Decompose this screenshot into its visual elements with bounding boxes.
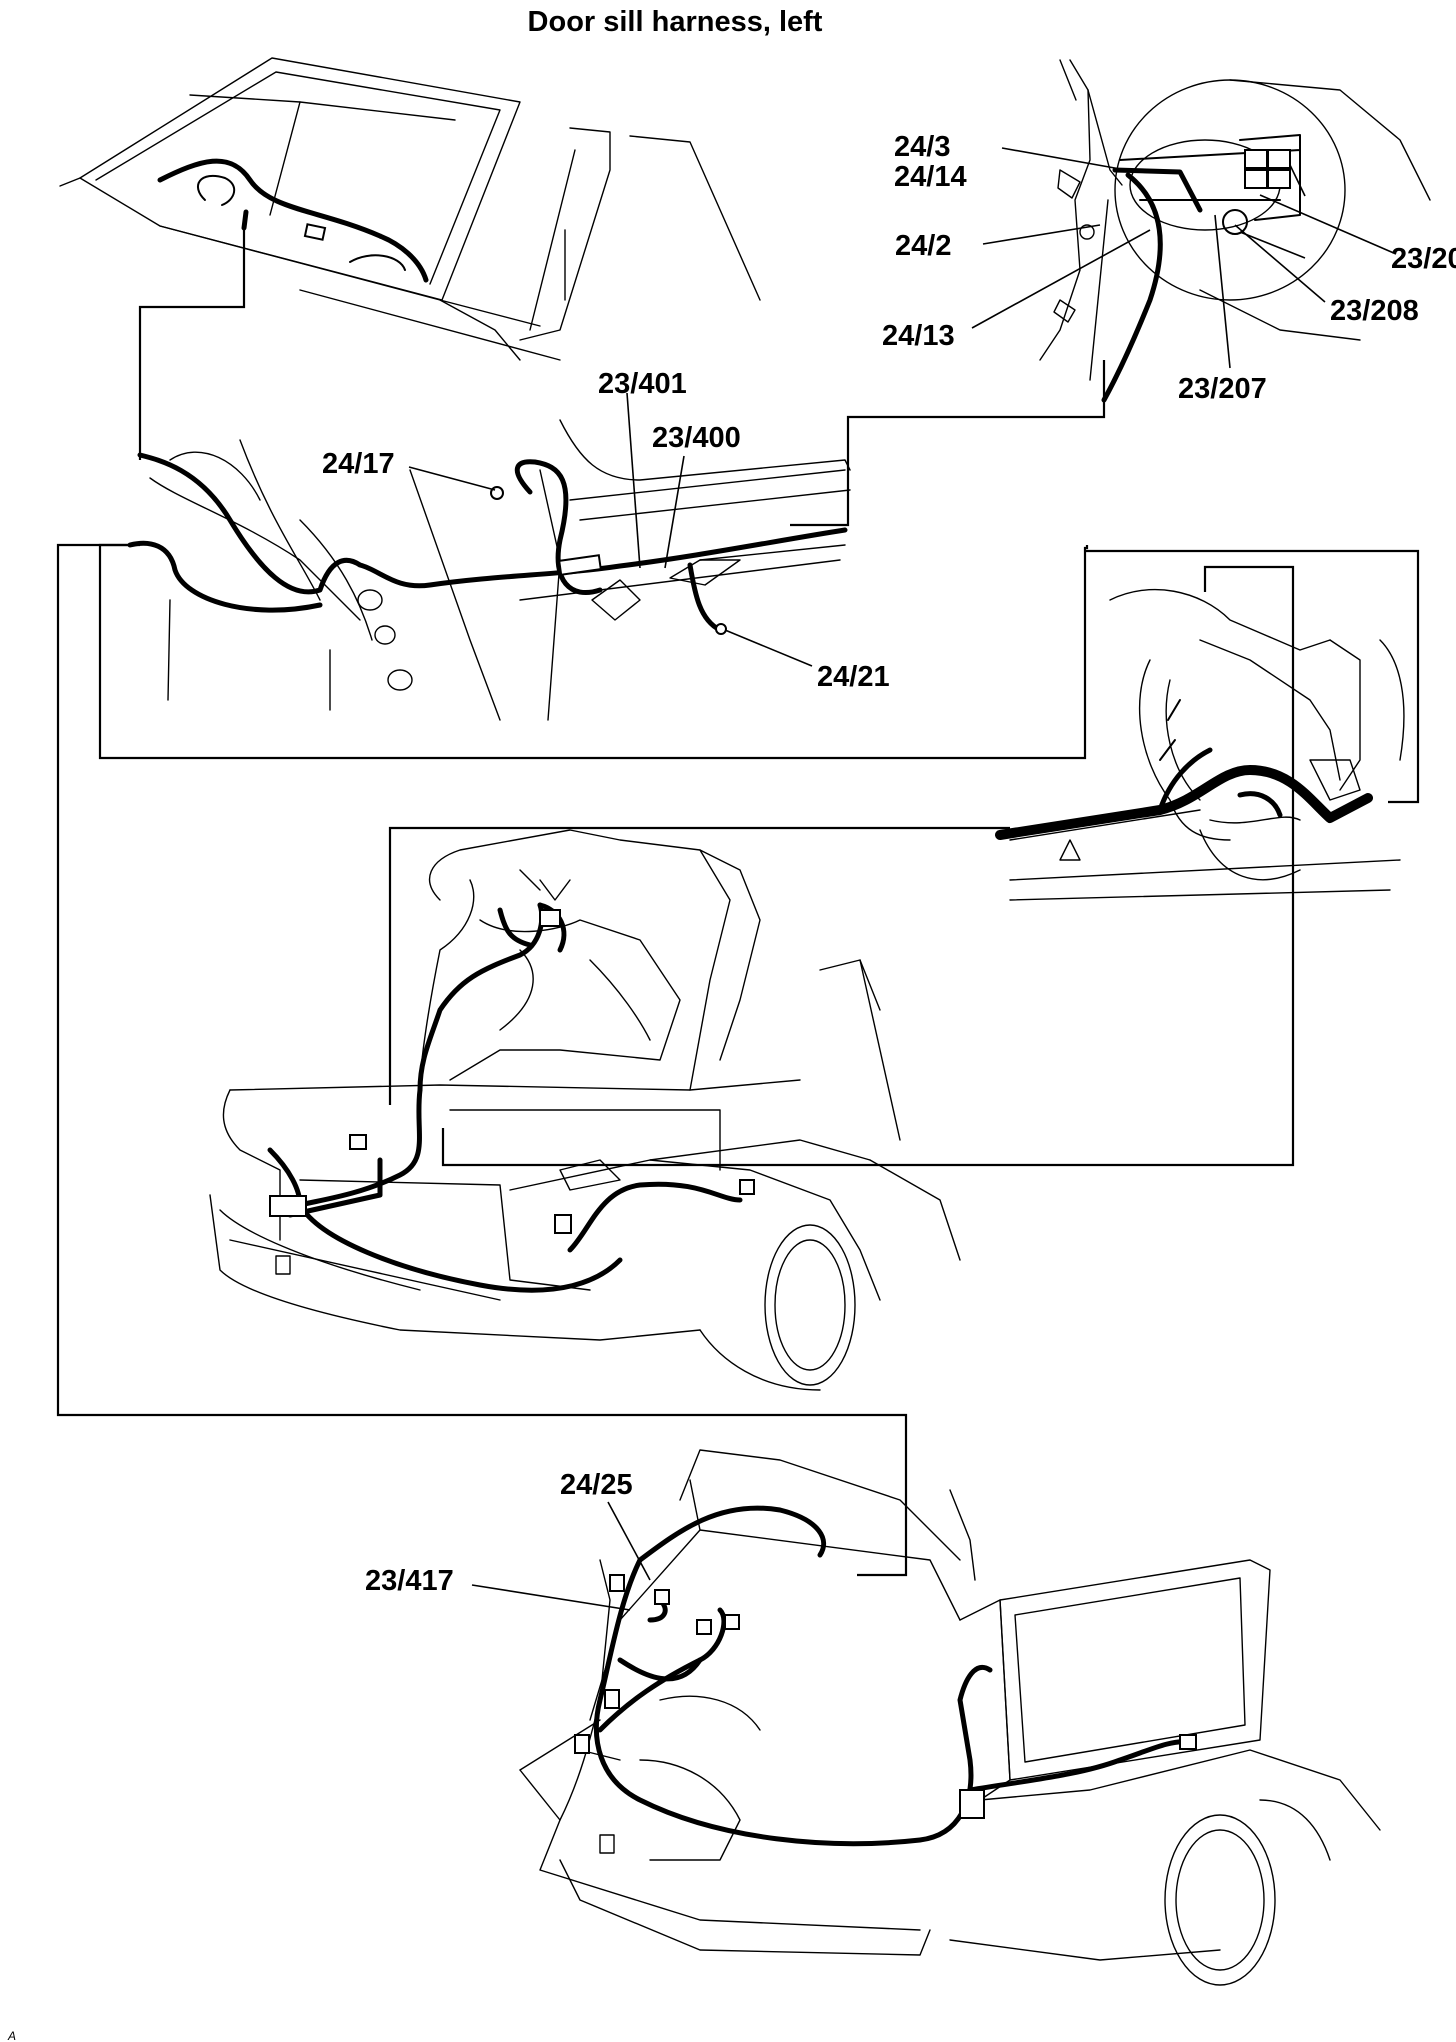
diagram-title: Door sill harness, left [528,6,823,38]
label-24-25: 24/25 [560,1469,633,1501]
leader-lines-top-right [971,147,1397,369]
frame-arch [441,565,1295,1167]
label-23-201: 23/201 [1391,243,1456,275]
frame-sill-box [98,543,1089,760]
frame-left-drop [56,543,908,1577]
sedan-trunk-view [209,829,961,1391]
label-23-417: 23/417 [365,1565,454,1597]
estate-view [519,1449,1381,1986]
corner-mark: A [7,2029,16,2042]
frame-sedan-box [388,826,1010,1105]
label-23-401: 23/401 [598,368,687,400]
a-pillar-view [1039,59,1431,403]
frame-inset-top [1085,549,1420,804]
frame-top-left [138,228,246,460]
label-23-400: 23/400 [652,422,741,454]
label-24-3: 24/3 [894,131,950,163]
label-24-17: 24/17 [322,448,395,480]
leader-lines-estate [471,1501,651,1611]
label-24-14: 24/14 [894,161,967,193]
label-23-207: 23/207 [1178,373,1267,405]
leader-lines-sill [408,392,813,667]
door-sill-view [127,229,851,721]
wheel-arch-inset [995,588,1405,901]
label-23-208: 23/208 [1330,295,1419,327]
label-24-13: 24/13 [882,320,955,352]
label-24-2: 24/2 [895,230,951,262]
rear-window-view [59,57,761,361]
label-24-21: 24/21 [817,661,890,693]
frame-top-right [790,360,1106,527]
